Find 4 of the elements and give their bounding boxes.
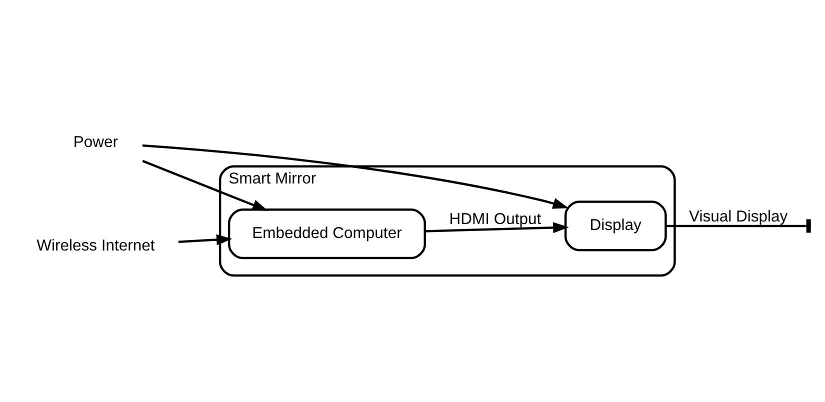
node-text: Wireless Internet xyxy=(36,236,155,254)
edge-label: HDMI Output xyxy=(449,210,542,228)
node-text: Power xyxy=(73,133,118,150)
edge-label: Visual Display xyxy=(688,208,788,226)
